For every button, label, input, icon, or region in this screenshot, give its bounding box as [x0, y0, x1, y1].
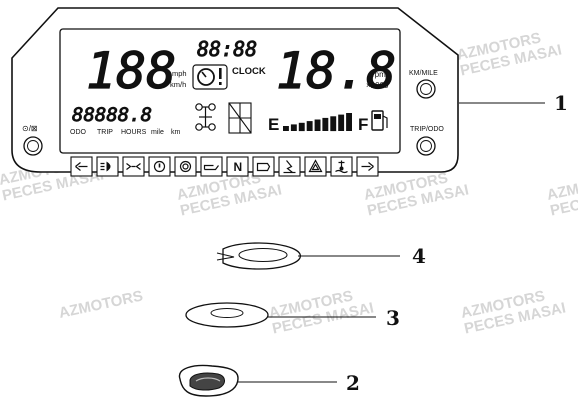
clock-digits: 88:88 [197, 37, 257, 61]
indicator-row: N [70, 156, 379, 177]
neutral-icon: N [226, 156, 249, 177]
washer-part-3 [185, 302, 376, 328]
clock-label: CLOCK [232, 66, 266, 77]
rpm-multiplier: ×1000 [366, 81, 389, 90]
rpm-digits: 18.8 [276, 42, 396, 100]
left-turn-icon [70, 156, 93, 177]
callout-number-3: 3 [386, 306, 400, 330]
fuel-bar-segment [338, 114, 345, 131]
watermark: AZMOTORS PECES MASAI [459, 287, 567, 337]
clock-set-label: ⊙/⊠ [22, 124, 38, 133]
brake-warning-icon [148, 156, 171, 177]
fuel-empty-label: E [268, 115, 279, 134]
fuel-bar-segment [290, 124, 297, 131]
odometer-label-mile: mile [151, 129, 164, 136]
callout-number-4: 4 [412, 244, 426, 268]
rpm-label: rpm [372, 70, 386, 79]
position-light-icon [122, 156, 145, 177]
callout-number-2: 2 [346, 371, 360, 395]
indicator-frame [252, 156, 275, 177]
indicator-frame [174, 156, 197, 177]
steering-warning-icon [192, 64, 228, 90]
trip-odo-label: TRIP/ODO [410, 126, 444, 133]
fuel-pump-icon [371, 110, 388, 131]
fuel-bar-segment [283, 126, 289, 131]
odometer-label-hours: HOURS [121, 129, 147, 136]
watermark: AZMOTORS PECES MASAI [545, 169, 578, 219]
trip-odo-button-inner [420, 140, 432, 152]
fuel-gauge-bars [283, 113, 352, 132]
fuel-bar-segment [330, 116, 337, 132]
fuel-bar-segment [322, 117, 329, 131]
hazard-icon [304, 156, 327, 177]
four-wheel-drive-icon [278, 156, 301, 177]
engine-check-icon [252, 156, 275, 177]
grommet-part-2 [178, 364, 337, 397]
odometer-label-km: km [171, 129, 181, 136]
watermark: AZMOTORS PECES MASAI [455, 29, 563, 79]
clock-set-button-inner [27, 140, 39, 152]
fuel-full-label: F [358, 115, 368, 134]
watermark: AZMOTORS PECES MASAI [267, 287, 375, 337]
oil-pressure-icon [200, 156, 223, 177]
odometer-label-trip: TRIP [97, 129, 113, 136]
clock-set-button[interactable] [23, 136, 43, 156]
callout-number-1: 1 [554, 91, 568, 115]
speed-unit-kmh: km/h [170, 80, 186, 89]
km-mile-button[interactable] [416, 79, 436, 99]
fuel-bar-segment [346, 113, 352, 131]
parking-brake-icon [174, 156, 197, 177]
right-turn-icon [356, 156, 379, 177]
speed-unit-mph: mph [172, 69, 187, 78]
odometer-label-odo: ODO [70, 129, 87, 136]
watermark: AZMOTORS [57, 287, 144, 321]
indicator-frame [226, 156, 249, 177]
gear-segment-display [228, 102, 252, 134]
fuel-bar-segment [314, 119, 321, 131]
odometer-digits: 88888.8 [72, 104, 152, 126]
trip-odo-button[interactable] [416, 136, 436, 156]
fuel-bar-segment [298, 122, 305, 132]
km-mile-label: KM/MILE [409, 70, 438, 77]
washer-part-4 [216, 242, 400, 270]
svg-text:AZMOTORS: AZMOTORS [57, 287, 144, 321]
coolant-temp-icon [330, 156, 353, 177]
indicator-frame [278, 156, 301, 177]
neutral-label: N [234, 160, 243, 174]
fuel-bar-segment [306, 121, 313, 131]
headlight-icon [96, 156, 119, 177]
indicator-frame [200, 156, 223, 177]
km-mile-button-inner [420, 83, 432, 95]
speed-digits: 188 [86, 42, 176, 100]
drive-mode-icon [195, 103, 216, 131]
